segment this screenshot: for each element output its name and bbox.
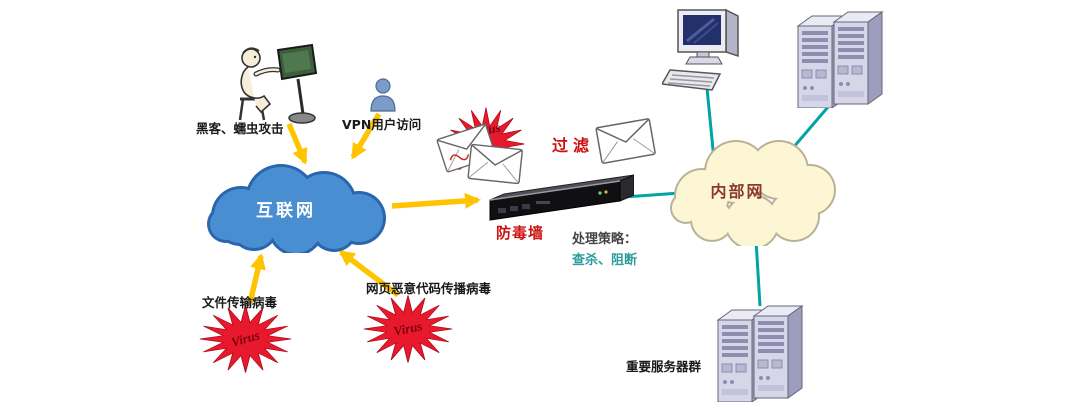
link-intranet-to-server-group (754, 239, 762, 307)
internet-label: 互联网 (256, 201, 316, 221)
intranet-label: 内部网 (710, 182, 765, 201)
web-virus-label: 网页恶意代码传播病毒 (366, 281, 492, 296)
infected-envelope-icon (435, 123, 499, 178)
cloud-icon (670, 140, 836, 250)
arrow-vpn-to-internet (350, 112, 382, 160)
firewall-label: 防毒墙 (496, 224, 545, 242)
desktop-computer-icon (660, 6, 750, 98)
arrow-file-virus-to-internet (247, 253, 266, 304)
arrow-internet-to-firewall (391, 192, 481, 209)
file-virus-starburst: Virus (198, 304, 293, 374)
server-group-icon (714, 300, 806, 406)
web-virus-starburst: Virus (362, 294, 454, 364)
cloud-icon (207, 164, 386, 256)
hacker-label: 黑客、蠕虫攻击 (196, 121, 284, 136)
arrow-web-virus-to-internet (338, 249, 400, 298)
filter-label: 过滤 (552, 136, 595, 155)
arrow-hacker-to-internet (286, 122, 308, 165)
internet-cloud: 互联网 (196, 158, 396, 256)
server-towers-icon (794, 6, 886, 112)
strategy-actions: 查杀、阻断 (572, 253, 638, 268)
firewall-appliance-icon (484, 168, 635, 230)
strategy-title: 处理策略： (572, 232, 638, 247)
file-virus-label: 文件传输病毒 (202, 295, 278, 310)
vpn-person-icon (370, 78, 396, 116)
hacker-at-computer-icon (228, 42, 323, 131)
link-intranet-to-workstation (705, 87, 716, 161)
vpn-user-label: VPN用户访问 (342, 117, 422, 132)
server-group-label: 重要服务器群 (626, 359, 702, 374)
intranet-cloud: 内部网 (664, 134, 839, 250)
infected-envelope-icon (466, 143, 524, 188)
